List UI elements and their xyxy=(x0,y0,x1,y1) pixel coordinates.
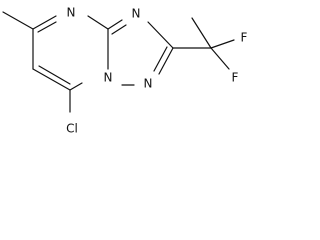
bond-cf2-methyl xyxy=(191,17,212,49)
atom-fluorine-upper: F xyxy=(241,31,248,45)
bond-c5-n4-inner xyxy=(37,21,57,33)
bond-c3a-n3-inner xyxy=(111,24,127,35)
bond-c2-n1-inner xyxy=(153,46,168,72)
bond-c6-c7 xyxy=(32,68,71,91)
molecule-drawing: N N N N Cl F F xyxy=(2,6,248,136)
bond-cf2-f-upper xyxy=(210,39,235,49)
bond-c2-n1 xyxy=(158,47,174,75)
bond-n4-c3a xyxy=(87,15,109,30)
bond-methyl xyxy=(2,11,34,30)
atom-fluorine-lower: F xyxy=(232,71,239,85)
bond-c6-c7-inner xyxy=(38,65,71,85)
atom-labels: N N N N Cl F F xyxy=(66,6,247,136)
bond-c3a-n3 xyxy=(107,19,123,30)
bond-c5-n4 xyxy=(32,15,57,30)
atom-n-pyrimidine: N xyxy=(67,6,76,20)
atom-n-triazole-top: N xyxy=(132,7,141,21)
bond-cf2-f-lower xyxy=(210,47,230,70)
atom-chlorine: Cl xyxy=(66,122,78,136)
bonds xyxy=(2,11,235,113)
atom-n-bridge: N xyxy=(104,71,113,85)
atom-n-triazole-bottom: N xyxy=(144,77,153,91)
structure-diagram: N N N N Cl F F xyxy=(0,0,256,138)
bond-n3-c2 xyxy=(147,21,174,49)
bond-c7-n8 xyxy=(69,82,83,91)
